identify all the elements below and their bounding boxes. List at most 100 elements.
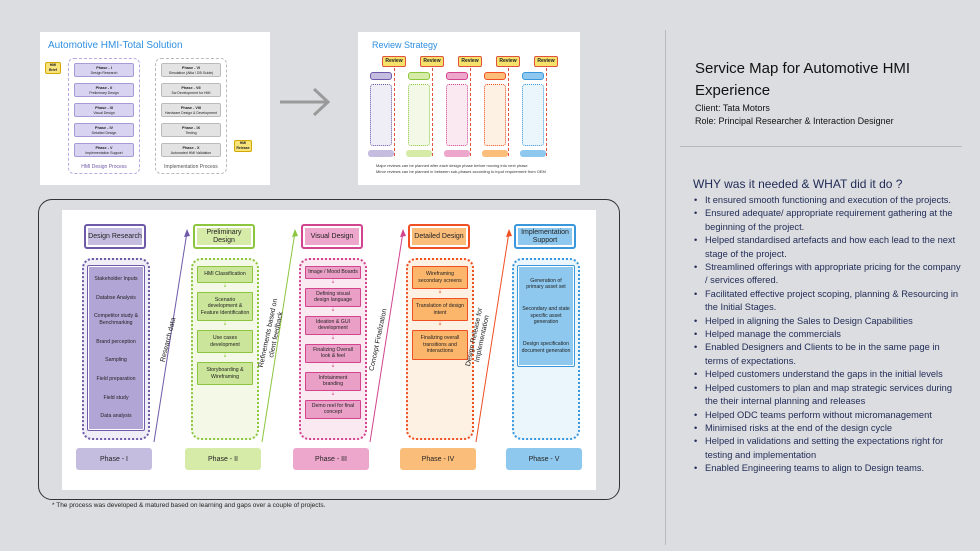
mini-header [408, 72, 430, 80]
phase-name: Sw Development for HMI [171, 91, 211, 95]
phase-name: Design Research [90, 71, 118, 75]
mini-container [446, 84, 468, 146]
project-title: Service Map for Automotive HMI Experienc… [695, 58, 955, 128]
review-line [394, 68, 395, 156]
column-container: Image / Mood Boards⇣Defining visual desi… [299, 258, 367, 440]
phase-number: Phase - I [96, 66, 112, 70]
arrowhead-icon [184, 229, 190, 237]
mini-container [484, 84, 506, 146]
benefit-item: Helped ODC teams perform without microma… [693, 409, 965, 423]
activity-item: Field preparation [96, 376, 136, 383]
vertical-divider [665, 30, 666, 545]
activity-item: Brand perception [96, 338, 136, 345]
phase-number: Phase - VII [181, 86, 201, 90]
down-arrow-icon: ⇣ [222, 353, 228, 359]
activity-item: HMI Classification [197, 266, 253, 283]
review-marker: Review [420, 56, 444, 67]
mini-phase [368, 150, 394, 157]
arrowhead-icon [400, 229, 406, 237]
mini-container [408, 84, 430, 146]
activity-item: Finalizing Overall look & feel [305, 343, 361, 363]
diagram-frame [38, 199, 620, 500]
review-strategy-thumbnail[interactable]: Review Strategy Review Review Review Review… [358, 32, 580, 185]
total-solution-thumbnail[interactable]: Automotive HMI-Total Solution HMI Brief … [40, 32, 270, 185]
review-note: Major reviews can be planned after each … [376, 163, 528, 168]
column-container: HMI Classification⇣Scenario development … [191, 258, 259, 440]
phase-name: Automated HMI Validation [170, 151, 212, 155]
thumbnail-title: Automotive HMI-Total Solution [48, 40, 183, 51]
mini-header [484, 72, 506, 80]
activity-item: Design specification document generation [521, 341, 571, 354]
benefit-item: Helped in validations and setting the ex… [693, 435, 965, 462]
column-header: Preliminary Design [193, 224, 255, 249]
activity-item: Secondary and state specific asset gener… [522, 306, 570, 326]
mini-phase [444, 150, 470, 157]
mini-phase [406, 150, 432, 157]
mini-phase [520, 150, 546, 157]
mini-header [522, 72, 544, 80]
hmi-release-tag: HMI Release [234, 140, 252, 152]
phase-label: Phase - II [185, 448, 261, 470]
phase-number: Phase - VI [181, 66, 201, 70]
thumbnail-title: Review Strategy [372, 40, 438, 50]
mini-header [370, 72, 392, 80]
design-process-label: HMI Design Process [81, 164, 127, 170]
phase-number: Phase - IX [181, 126, 201, 130]
review-marker: Review [458, 56, 482, 67]
phase-name: Visual Design [93, 111, 115, 115]
column-header: Implementation Support [514, 224, 576, 249]
benefit-item: Helped in aligning the Sales to Design C… [693, 315, 965, 329]
review-marker: Review [496, 56, 520, 67]
down-arrow-icon: ⇣ [222, 282, 228, 289]
activity-item: Infotainment branding [305, 371, 361, 391]
down-arrow-icon: ⇣ [330, 306, 336, 313]
mini-header [446, 72, 468, 80]
column-header-text: Detailed Design [412, 228, 466, 245]
review-marker: Review [534, 56, 558, 67]
activity-item: Finalizing overall transitions and inter… [412, 330, 468, 360]
benefit-item: Facilitated effective project scoping, p… [693, 288, 965, 315]
review-line [432, 68, 433, 156]
mini-container [370, 84, 392, 146]
hmi-brief-tag: HMI Brief [45, 62, 61, 74]
phase-label: Phase - V [506, 448, 582, 470]
column-header: Detailed Design [408, 224, 470, 249]
down-arrow-icon: ⇣ [330, 334, 336, 341]
phase-label: Phase - I [76, 448, 152, 470]
benefit-item: Enabled Engineering teams to align to De… [693, 462, 965, 476]
activity-item: Defining visual design language [305, 287, 361, 307]
column-header: Visual Design [301, 224, 363, 249]
benefit-item: Helped manage the commercials [693, 328, 965, 342]
transition-arrows [153, 229, 512, 443]
benefits-list: It ensured smooth functioning and execut… [693, 194, 965, 476]
column-header-text: Preliminary Design [197, 228, 251, 245]
activity-item: Storyboarding & Wireframing [197, 362, 253, 385]
role-label: Role: Principal Researcher & Interaction… [695, 116, 894, 126]
down-arrow-icon: ⇣ [330, 278, 336, 285]
benefit-item: It ensured smooth functioning and execut… [693, 194, 965, 208]
activity-item: Ideation & GUI development [305, 315, 361, 335]
benefit-item: Helped customers to plan and map strateg… [693, 382, 965, 409]
phase-number: Phase - X [182, 146, 200, 150]
client-label: Client: Tata Motors [695, 103, 770, 113]
benefit-item: Ensured adequate/ appropriate requiremen… [693, 207, 965, 234]
activity-item: Data analysis [100, 413, 132, 420]
activity-item: Competitor study & Benchmarking [93, 313, 139, 326]
phase-number: Phase - III [95, 106, 113, 110]
column-header: Design Research [84, 224, 146, 249]
phase-number: Phase - II [95, 86, 113, 90]
down-arrow-icon: ⇣ [330, 362, 336, 369]
activity-item: Scenario development & Feature Identific… [197, 291, 253, 321]
down-arrow-icon: ⇣ [330, 390, 336, 397]
phase-name: Implementation Support [85, 151, 123, 155]
phase-name: Testing [185, 131, 197, 135]
